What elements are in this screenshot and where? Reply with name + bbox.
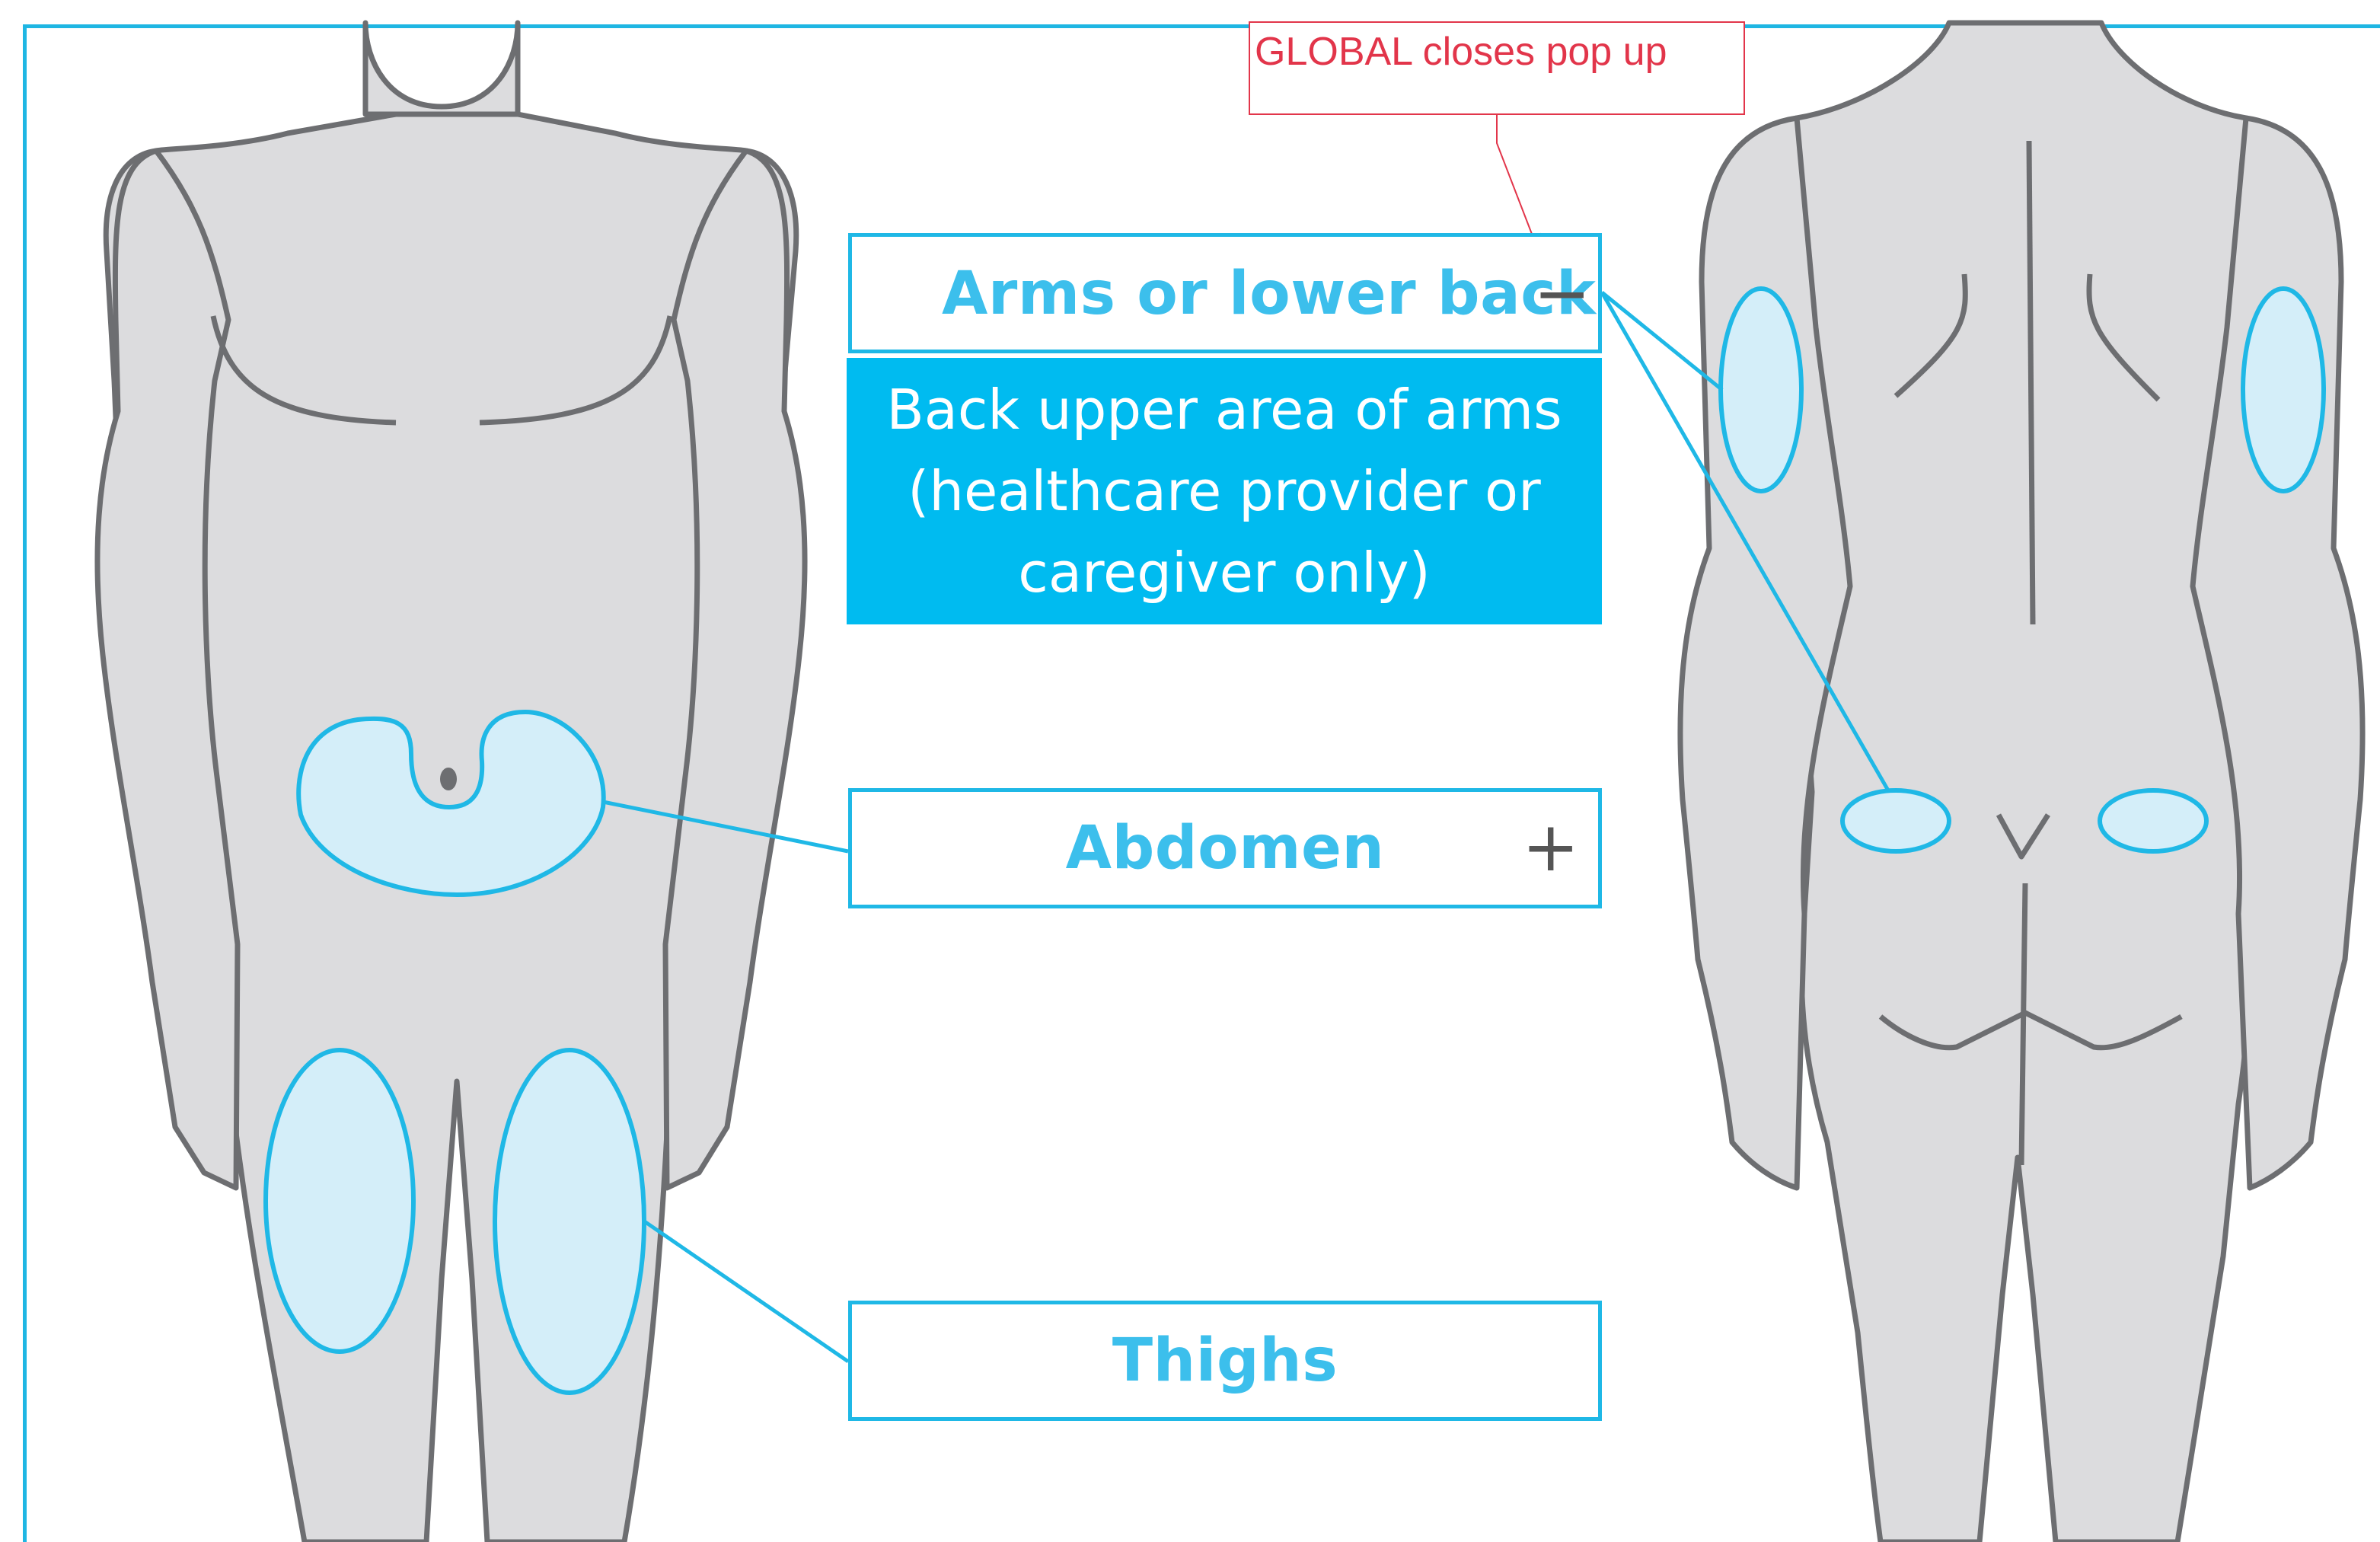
arms-lower-back-label: Arms or lower back	[942, 260, 1596, 328]
lower-back-zone-left[interactable]	[1842, 790, 1949, 851]
popup-line-2: (healthcare provider or	[908, 451, 1540, 532]
arms-lower-back-button[interactable]: Arms or lower back −	[848, 233, 1602, 353]
annotation-note: GLOBAL closes pop up	[1249, 21, 1745, 115]
thigh-zone-right[interactable]	[495, 1050, 644, 1393]
back-arm-zone-left[interactable]	[1721, 289, 1801, 491]
abdomen-button[interactable]: Abdomen +	[848, 788, 1602, 908]
back-arm-zone-right[interactable]	[2243, 289, 2324, 491]
abdomen-label: Abdomen	[1066, 814, 1385, 883]
annotation-arrow	[1497, 115, 1541, 251]
front-figure	[97, 23, 805, 1542]
lower-back-zone-right[interactable]	[2100, 790, 2206, 851]
popup-line-3: caregiver only)	[1018, 532, 1431, 614]
thigh-zone-left[interactable]	[266, 1050, 413, 1352]
arms-info-popup: Back upper area of arms (healthcare prov…	[847, 358, 1602, 624]
collapse-icon[interactable]: −	[1533, 260, 1590, 328]
popup-line-1: Back upper area of arms	[886, 369, 1562, 451]
front-neck	[365, 23, 518, 114]
expand-icon[interactable]: +	[1522, 813, 1579, 882]
thighs-button[interactable]: Thighs	[848, 1301, 1602, 1421]
back-figure	[1680, 23, 2362, 1542]
thighs-label: Thighs	[1112, 1327, 1338, 1395]
